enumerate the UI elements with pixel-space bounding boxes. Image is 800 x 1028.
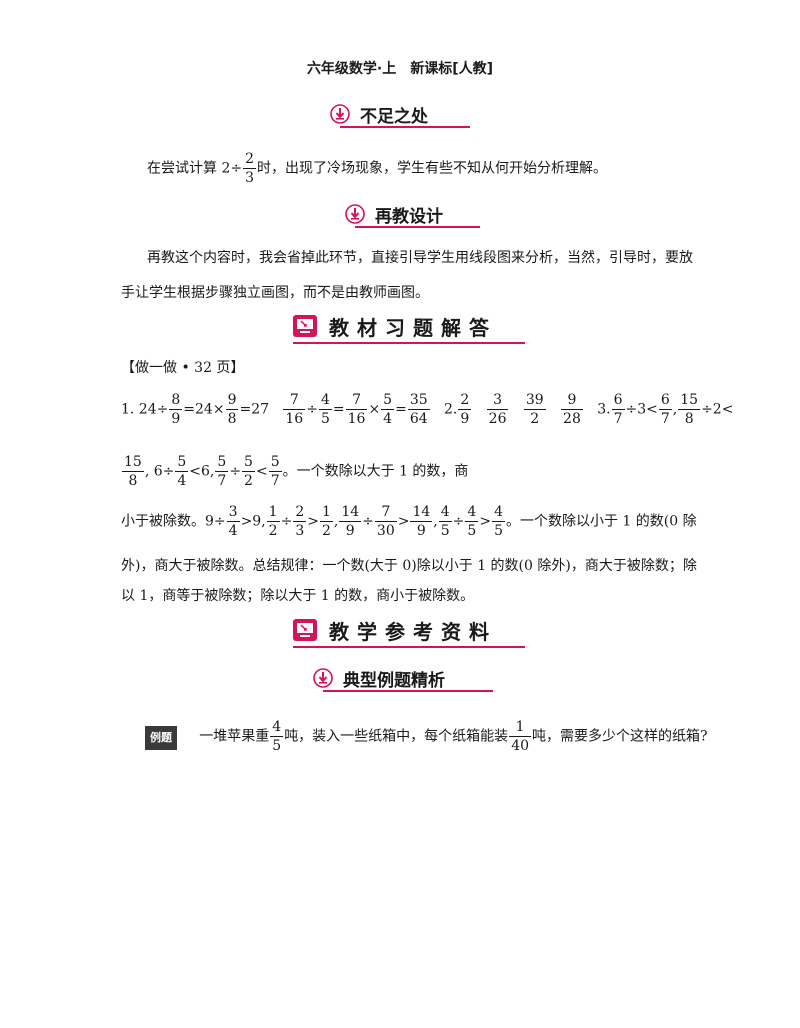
down-arrow-circle-icon: [345, 204, 365, 224]
example-badge: 例题: [145, 725, 177, 750]
section-reteach: 再教设计: [345, 200, 485, 230]
section-title: 不足之处: [360, 107, 428, 127]
section-title: 再教设计: [375, 207, 443, 227]
monitor-icon: [293, 315, 317, 337]
monitor-icon: [293, 619, 317, 641]
down-arrow-circle-icon: [313, 668, 333, 688]
section-title: 教材习题解答: [329, 316, 497, 340]
answer-line-4: 外)，商大于被除数。总结规律：一个数(大于 0)除以小于 1 的数(0 除外)，…: [121, 558, 697, 574]
section-reference: 教学参考资料: [293, 616, 525, 650]
reteach-line-1: 再教这个内容时，我会省掉此环节，直接引导学生用线段图来分析，当然，引导时，要放: [147, 250, 693, 266]
section-shortcoming: 不足之处: [330, 100, 470, 130]
page-header: 六年级数学·上 新课标[人教]: [306, 61, 494, 77]
down-arrow-circle-icon: [330, 104, 350, 124]
section-answers: 教材习题解答: [293, 312, 525, 346]
section-example-analysis: 典型例题精析: [313, 664, 493, 694]
section-underline: [323, 690, 493, 692]
section-underline: [340, 126, 470, 128]
section-underline: [355, 226, 480, 228]
exercise-label: 【做一做 • 32 页】: [121, 360, 245, 376]
answer-line-5: 以 1，商等于被除数；除以大于 1 的数，商小于被除数。: [121, 588, 475, 604]
section-title: 教学参考资料: [329, 620, 497, 644]
section-underline: [293, 342, 525, 344]
reteach-line-2: 手让学生根据步骤独立画图，而不是由教师画图。: [121, 285, 429, 301]
section-title: 典型例题精析: [343, 671, 445, 691]
section-underline: [293, 646, 525, 648]
